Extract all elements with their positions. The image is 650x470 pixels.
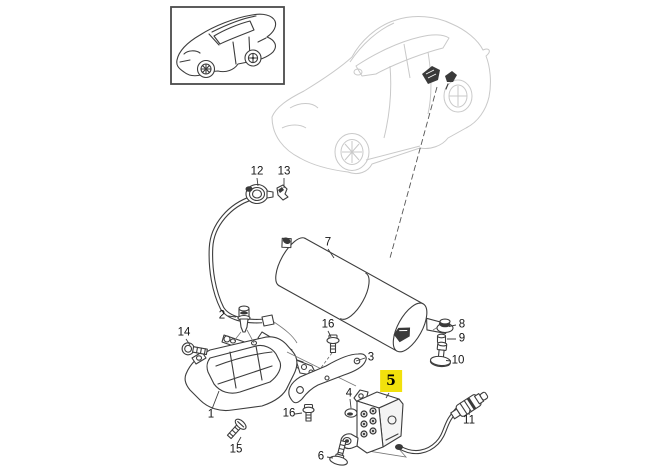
thumbnail-box (170, 6, 285, 85)
part-10-bolt (429, 341, 451, 368)
callout-4[interactable]: 4 (345, 387, 353, 400)
part-1-carrier (184, 331, 318, 412)
callout-12[interactable]: 12 (250, 165, 264, 178)
part-2-sensor (233, 305, 255, 344)
callout-15[interactable]: 15 (229, 443, 243, 456)
callout-7[interactable]: 7 (324, 236, 332, 249)
part-5-valve-block (340, 389, 408, 458)
part-4-clip (344, 408, 358, 418)
part-14-bolt (181, 342, 208, 356)
callout-16-upper[interactable]: 16 (321, 318, 335, 331)
callout-13[interactable]: 13 (277, 165, 291, 178)
callout-16-lower[interactable]: 16 (282, 407, 296, 420)
callout-8[interactable]: 8 (458, 318, 466, 331)
part-3-bracket (286, 351, 367, 404)
part-15-bolt (226, 418, 247, 440)
callout-11[interactable]: 11 (463, 414, 475, 427)
callout-6[interactable]: 6 (317, 450, 325, 463)
callout-2[interactable]: 2 (218, 309, 226, 322)
part-12-grommet-hose (208, 183, 298, 344)
part-6-bolt (329, 440, 348, 466)
part-16-bolt-lower (302, 403, 315, 422)
thumbnail-car (176, 13, 277, 79)
callout-3[interactable]: 3 (367, 351, 375, 364)
part-7-canister (275, 237, 448, 353)
part-location-marker (422, 66, 457, 90)
callout-9[interactable]: 9 (458, 332, 466, 345)
part-8-rubber-mount (432, 318, 454, 334)
callout-5-highlighted[interactable]: 5 (380, 370, 402, 392)
part-13-clip (276, 184, 289, 201)
callout-leader-lines (185, 177, 471, 459)
callout-10[interactable]: 10 (451, 354, 465, 367)
callout-14[interactable]: 14 (177, 326, 191, 339)
pointer-line (389, 86, 438, 259)
overview-car (271, 16, 491, 175)
callout-1[interactable]: 1 (207, 408, 215, 421)
part-11-cable (395, 391, 489, 455)
